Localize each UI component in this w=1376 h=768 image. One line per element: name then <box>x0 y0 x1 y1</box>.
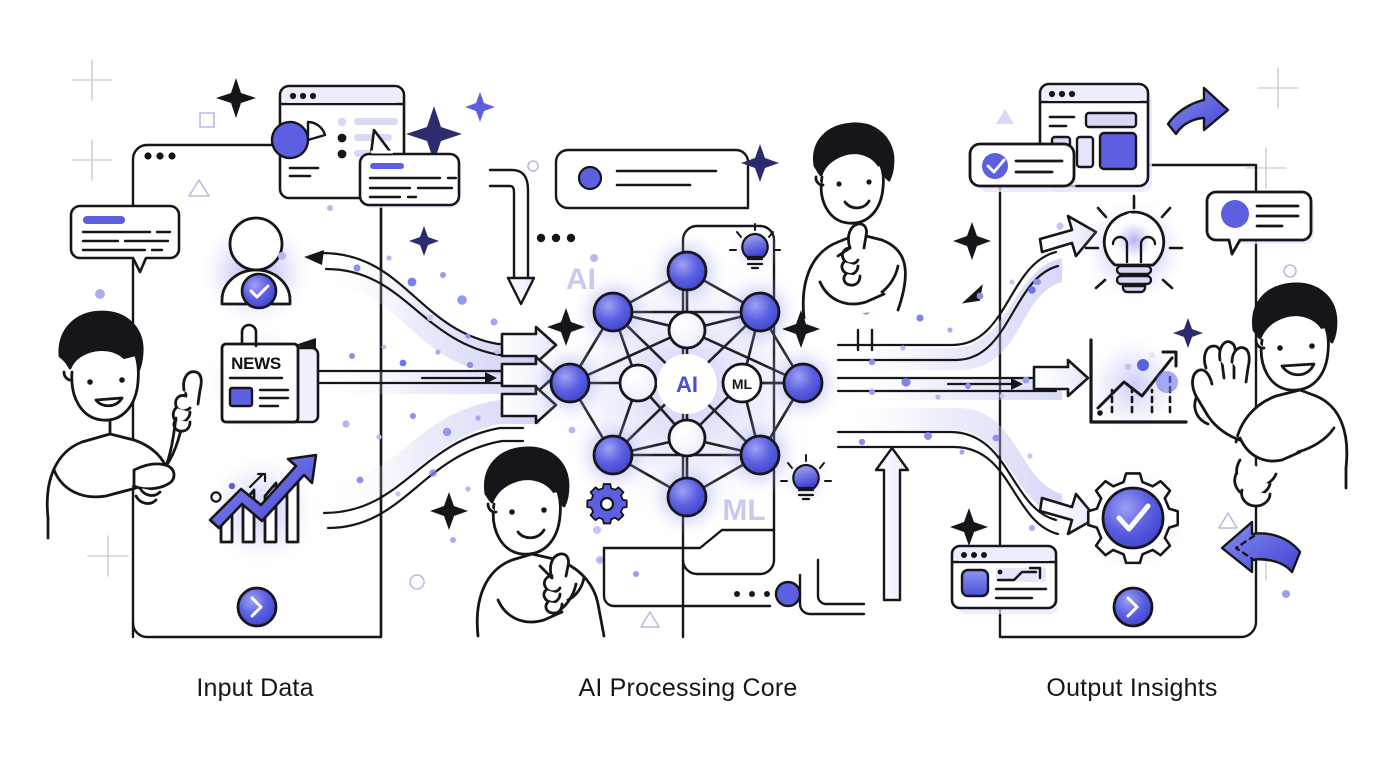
scatter-dots <box>278 222 1064 534</box>
news-icon <box>204 323 320 440</box>
watermark-ml: ML <box>722 494 766 527</box>
panel-frame-tops <box>131 143 776 639</box>
network-node-glows <box>528 229 845 539</box>
particles-input <box>95 205 639 577</box>
line-chart-icon <box>1082 333 1188 437</box>
chevron-button-input <box>236 586 278 628</box>
network-hub-ml-label: ML <box>731 376 753 392</box>
core-bottom-loop <box>602 528 866 616</box>
lightbulb-small-top <box>729 223 781 278</box>
speech-bubble-left <box>69 204 181 274</box>
network-hub-ml <box>721 362 763 404</box>
network-nodes-light <box>618 310 707 458</box>
network-hub-ai <box>657 354 717 414</box>
person-pointing-left <box>45 310 203 540</box>
person-thinking-center <box>475 446 606 638</box>
curved-arrow-down <box>488 168 536 306</box>
network-nodes-filled <box>549 250 824 518</box>
gear-check-icon <box>1077 463 1189 575</box>
share-arrow-icon <box>1166 86 1230 136</box>
mini-browser-window <box>950 544 1058 614</box>
section-label-input: Input Data <box>196 674 314 702</box>
neural-network <box>528 229 845 539</box>
lightbulb-small-bottom <box>780 454 832 509</box>
callout-bubble <box>358 128 461 208</box>
lightbulb-rays <box>1084 194 1184 290</box>
person-thinking-core <box>801 122 907 352</box>
growth-chart-icon <box>202 450 322 570</box>
sparkle-icons <box>216 78 1203 546</box>
block-arrow-down <box>490 150 532 298</box>
panel-titlebars <box>144 152 576 243</box>
network-hub-ai-label: AI <box>676 372 698 397</box>
news-icon-label: NEWS <box>231 354 281 373</box>
section-label-core: AI Processing Core <box>578 674 798 702</box>
gear-small-icon <box>586 483 628 525</box>
speech-bubble-right <box>1205 190 1314 256</box>
back-arrow-icon <box>1220 520 1302 574</box>
check-card <box>968 142 1076 192</box>
watermark-ai: AI <box>566 263 596 296</box>
person-waving-right <box>1191 282 1349 508</box>
section-label-output: Output Insights <box>1046 674 1218 702</box>
arrow-up-core <box>874 446 910 602</box>
chevron-button-output <box>1112 586 1154 628</box>
lightbulb-icon <box>1080 194 1188 304</box>
background-shapes <box>188 109 1297 628</box>
core-window-header <box>554 148 750 210</box>
user-verified-icon <box>198 214 314 330</box>
core-bottom-dots <box>734 580 802 608</box>
